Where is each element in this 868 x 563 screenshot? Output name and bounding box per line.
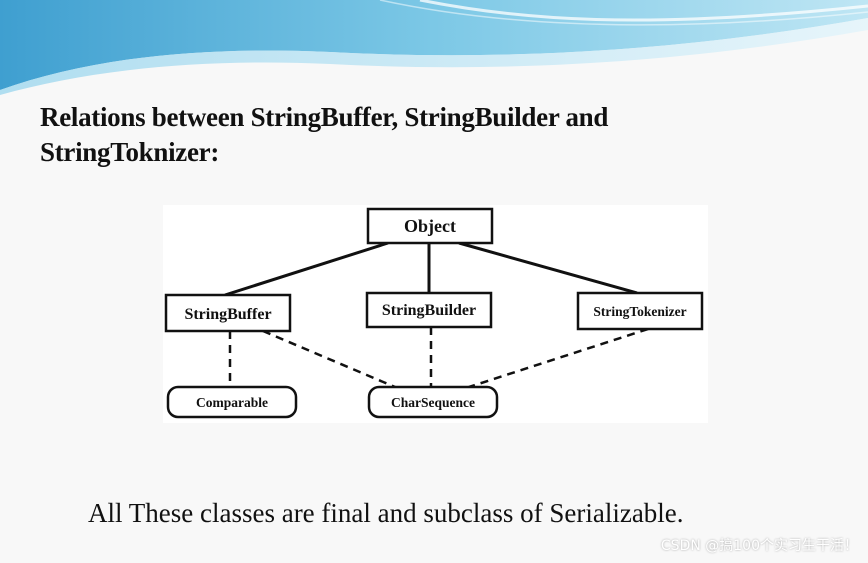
node-char-sequence-label: CharSequence <box>391 395 475 410</box>
header-wave-decoration <box>0 0 868 95</box>
slide-caption: All These classes are final and subclass… <box>88 498 684 528</box>
node-string-builder: StringBuilder <box>365 291 493 329</box>
node-char-sequence: CharSequence <box>367 385 499 419</box>
node-string-buffer-label: StringBuffer <box>184 306 271 323</box>
edge-object-stringtokenizer <box>458 241 638 295</box>
node-string-tokenizer: StringTokenizer <box>576 291 704 331</box>
node-comparable: Comparable <box>166 385 298 419</box>
edge-stringtokenizer-charsequence <box>468 327 649 389</box>
node-object: Object <box>366 207 494 245</box>
node-string-buffer: StringBuffer <box>164 293 292 333</box>
watermark-text: CSDN @搞100个实习生干活！ <box>660 538 858 554</box>
node-string-tokenizer-label: StringTokenizer <box>593 304 686 319</box>
edge-object-stringbuffer <box>224 241 389 297</box>
edge-stringbuffer-charsequence <box>262 329 396 389</box>
class-diagram: Object StringBuffer StringBuilder String… <box>163 205 708 423</box>
node-comparable-label: Comparable <box>196 395 268 410</box>
node-string-builder-label: StringBuilder <box>382 302 476 319</box>
node-object-label: Object <box>404 216 456 236</box>
slide-title: Relations between StringBuffer, StringBu… <box>40 102 609 167</box>
class-diagram-svg: Object StringBuffer StringBuilder String… <box>164 207 704 419</box>
